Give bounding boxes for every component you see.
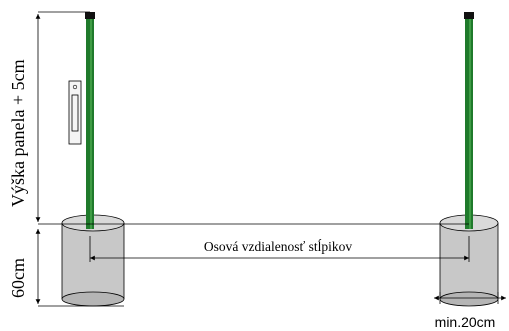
post-spacing-label: Osová vzdialenosť stĺpikov — [204, 239, 352, 254]
left-fence-post — [85, 12, 95, 229]
spirit-level-icon — [68, 80, 82, 145]
right-fence-post — [464, 12, 474, 229]
right-post-cap — [464, 12, 474, 19]
post-spacing-dimension — [89, 236, 470, 262]
post-height-dimension — [35, 11, 90, 222]
footing-width-label: min.20cm — [435, 314, 496, 330]
footing-depth-label: 60cm — [8, 258, 28, 298]
left-post-cap — [85, 12, 95, 19]
footing-width-dimension — [434, 292, 506, 304]
post-height-label: Výška panela + 5cm — [8, 59, 28, 207]
footing-depth-dimension — [35, 229, 124, 307]
